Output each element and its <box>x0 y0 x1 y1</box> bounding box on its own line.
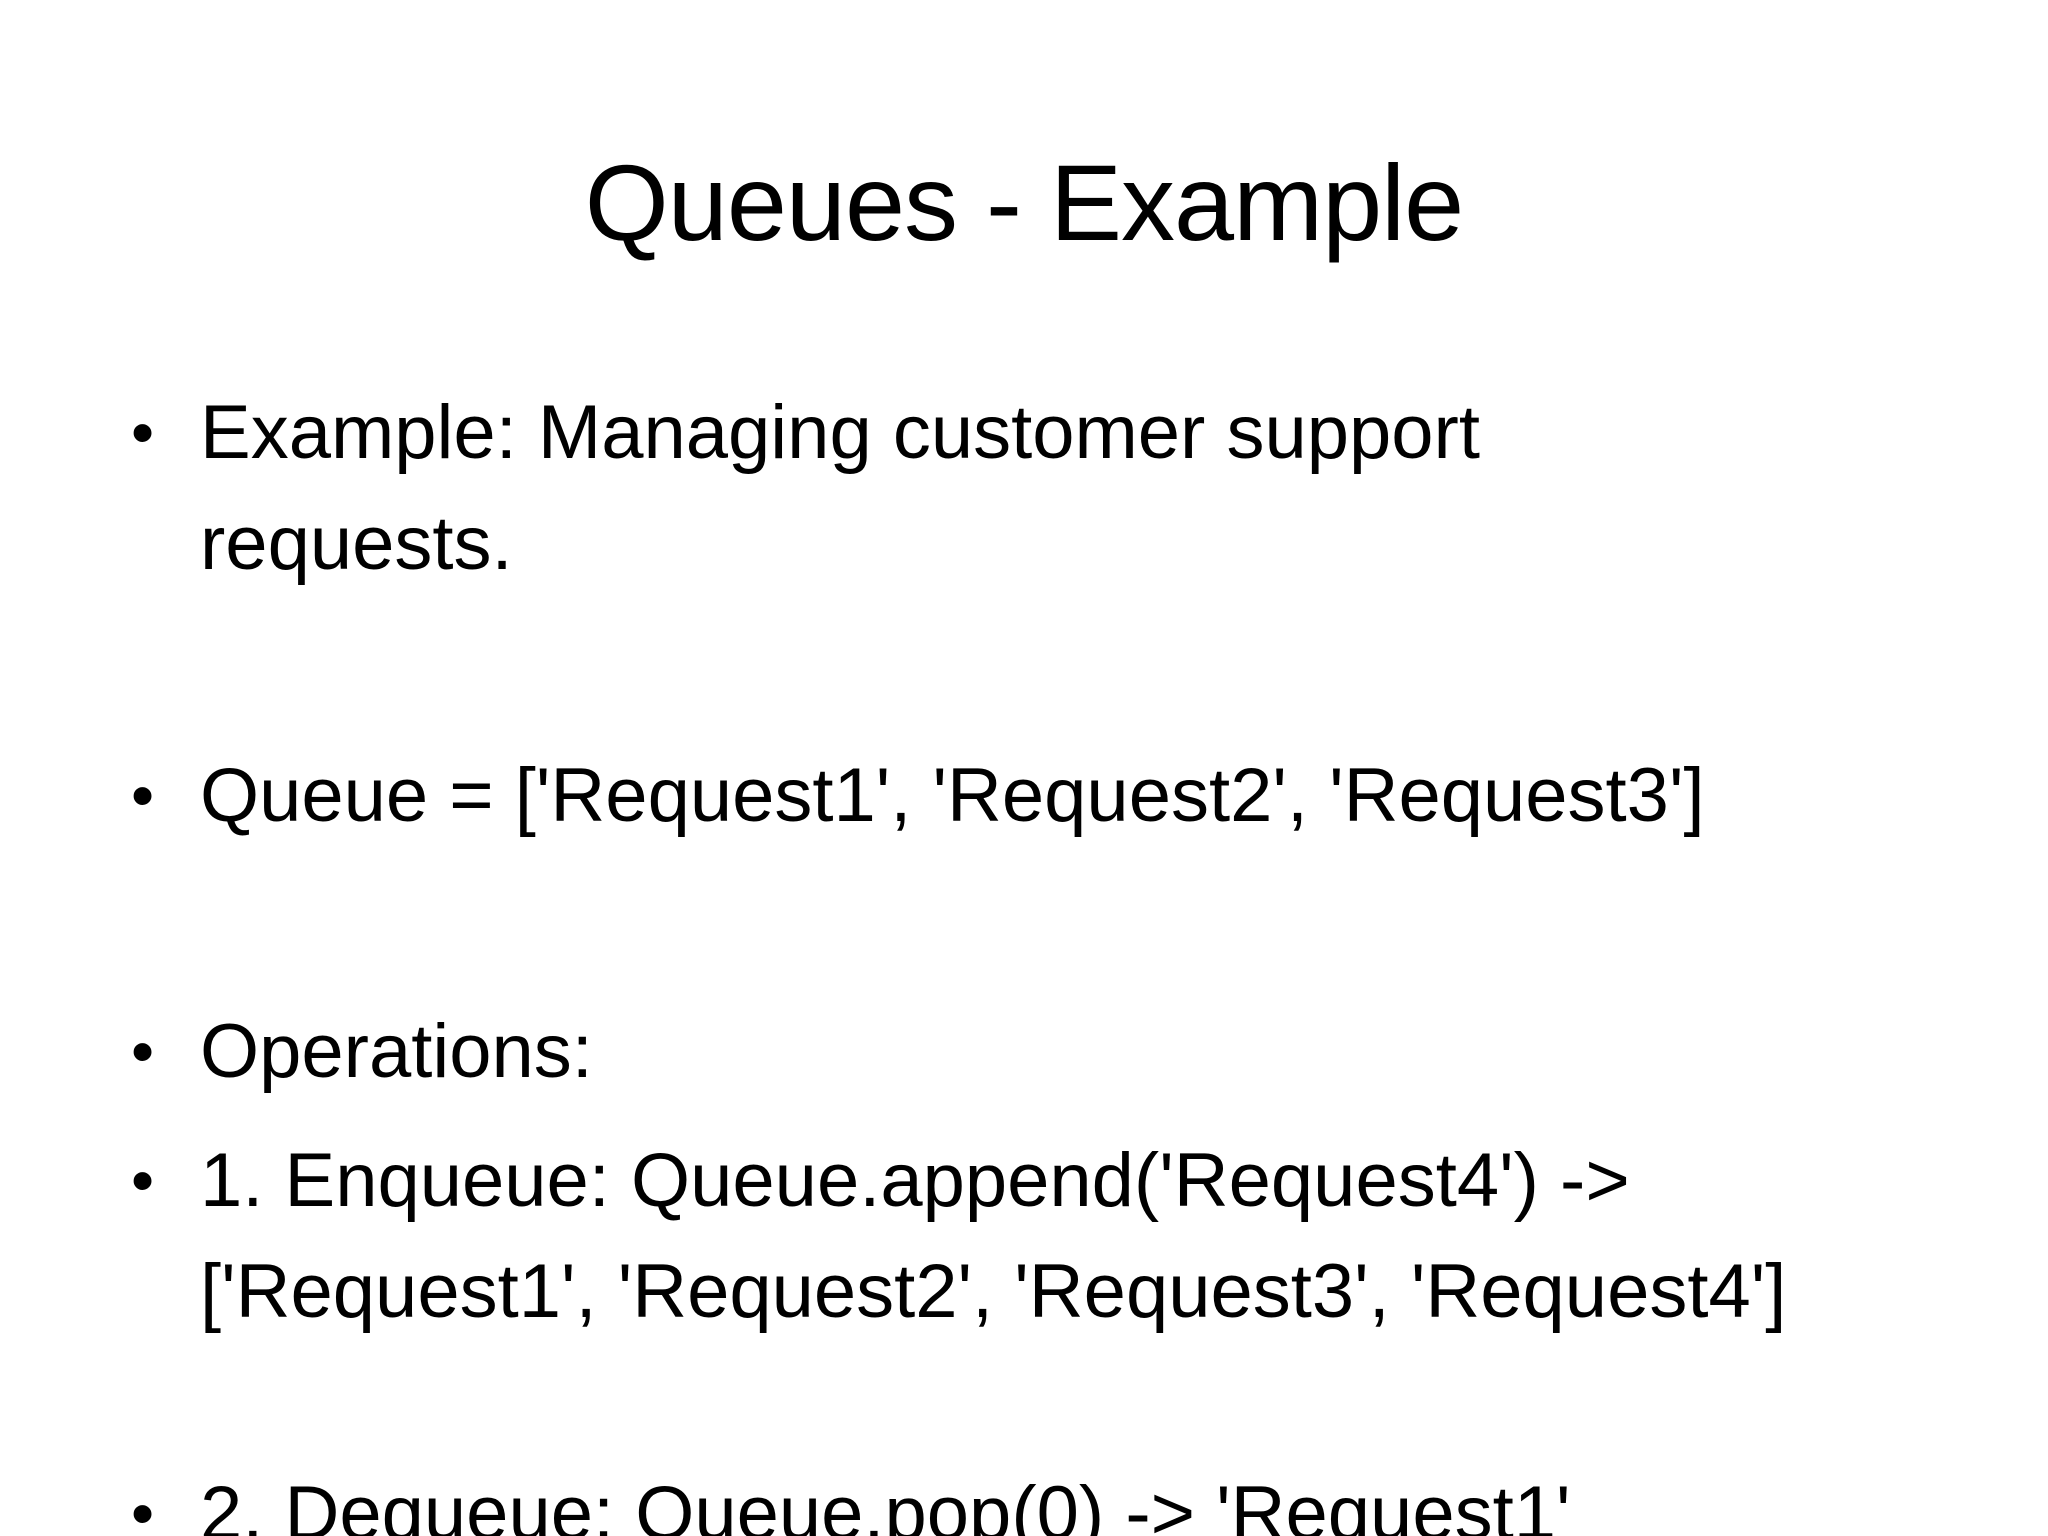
bullet-dot-icon: • <box>131 758 155 832</box>
bullet-dot-icon: • <box>131 1014 155 1088</box>
bullet-text: 1. Enqueue: Queue.append('Request4') -> … <box>200 1138 1787 1334</box>
slide-title: Queues - Example <box>584 142 1464 263</box>
bullet-text: Queue = ['Request1', 'Request2', 'Reques… <box>200 753 1705 838</box>
bullet-text: Operations: <box>200 1009 593 1094</box>
bullet-item: • Queue = ['Request1', 'Request2', 'Requ… <box>131 740 1920 851</box>
bullet-item: • Example: Managing customer support req… <box>131 377 1720 599</box>
bullet-text: Example: Managing customer support reque… <box>200 390 1480 586</box>
bullet-dot-icon: • <box>131 395 155 469</box>
bullet-dot-icon: • <box>131 1476 155 1536</box>
bullet-item: • 1. Enqueue: Queue.append('Request4') -… <box>131 1125 1820 1347</box>
bullet-item: • 2. Dequeue: Queue.pop(0) -> 'Request1' <box>131 1458 1920 1536</box>
bullet-text: 2. Dequeue: Queue.pop(0) -> 'Request1' <box>200 1471 1571 1536</box>
bullet-dot-icon: • <box>131 1143 155 1217</box>
bullet-item: • Operations: <box>131 996 1920 1107</box>
